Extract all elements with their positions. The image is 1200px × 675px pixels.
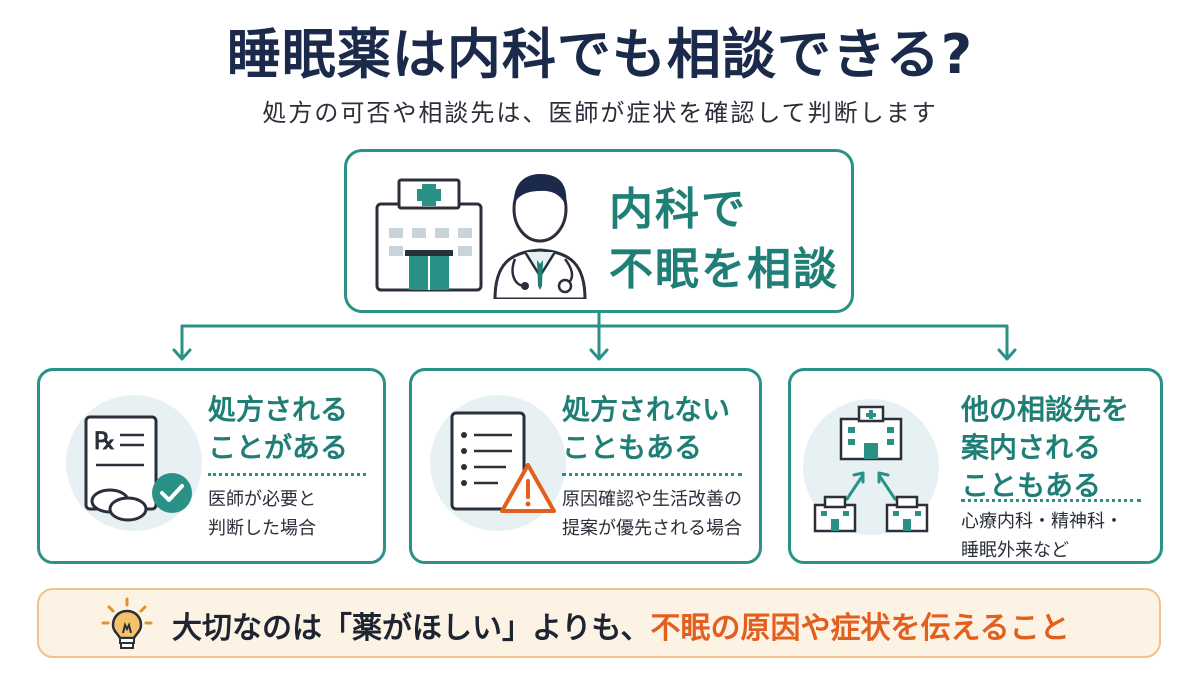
page-title: 睡眠薬は内科でも相談できる? [226,23,974,86]
card-title-line1: 処方されない [562,393,731,426]
divider [208,473,366,476]
card-desc-line2: 判断した場合 [208,518,316,539]
prescription-icon: ℞ [66,395,202,531]
key-message-box: 大切なのは「薬がほしい」よりも、不眠の原因や症状を伝えること [37,588,1161,658]
card-title-line2: 案内される [961,431,1102,464]
card-title: 処方されない こともある [562,391,730,467]
card-desc-line2: 提案が優先される場合 [562,518,742,539]
card-desc-line2: 睡眠外来など [961,540,1069,561]
card-title-line2: ことがある [208,431,349,464]
divider [562,473,742,476]
hospital-icon [375,178,483,292]
key-message: 大切なのは「薬がほしい」よりも、不眠の原因や症状を伝えること [172,603,1070,647]
hospital-referral-icon [803,399,939,535]
card-title: 処方される ことがある [208,391,348,467]
card-title-line1: 処方される [208,393,349,426]
card-title-line2: こともある [562,431,703,464]
card-desc-line1: 原因確認や生活改善の [562,489,742,510]
warning-document-icon [430,395,566,531]
card-description: 心療内科・精神科・ 睡眠外来など [961,507,1123,565]
divider [961,499,1141,502]
key-message-main: 大切なのは「薬がほしい」よりも、 [172,611,651,646]
page-subtitle: 処方の可否や相談先は、医師が症状を確認して判断します [262,99,938,127]
card-description: 原因確認や生活改善の 提案が優先される場合 [562,485,742,543]
card-desc-line1: 心療内科・精神科・ [961,511,1123,532]
doctor-icon [493,174,587,299]
card-title-line3: こともある [961,469,1102,502]
card-prescribed: ℞ 処方される ことがある 医師が必要と 判断した場合 [37,368,386,564]
card-referral: 他の相談先を 案内される こともある 心療内科・精神科・ 睡眠外来など [788,368,1163,564]
key-message-accent: 不眠の原因や症状を伝えること [650,611,1070,646]
card-description: 医師が必要と 判断した場合 [208,485,316,543]
consult-box: 内科で 不眠を相談 [344,149,854,313]
card-desc-line1: 医師が必要と [208,489,316,510]
card-not-prescribed: 処方されない こともある 原因確認や生活改善の 提案が優先される場合 [409,368,762,564]
consult-label-line1: 内科で [609,184,747,235]
branch-connector [172,311,1017,361]
svg-text:℞: ℞ [94,429,116,455]
consult-label-line2: 不眠を相談 [609,244,839,295]
card-title-line1: 他の相談先を [961,393,1130,426]
lightbulb-icon [101,597,153,649]
card-title: 他の相談先を 案内される こともある [961,391,1129,505]
consult-label: 内科で 不眠を相談 [609,180,839,300]
